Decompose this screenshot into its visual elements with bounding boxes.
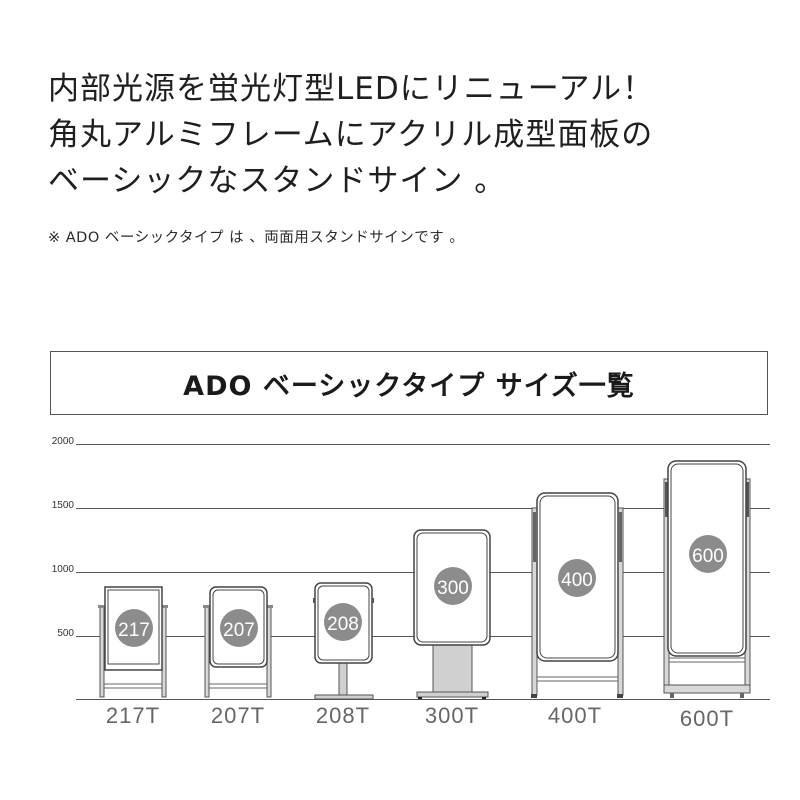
badge-207: 207 (223, 620, 255, 641)
model-label-300t: 300T (424, 703, 480, 728)
model-label-400t: 400T (547, 703, 603, 728)
y-tick-1500: 1500 (51, 500, 74, 511)
stand-208t-illustration: 208 (313, 582, 374, 700)
model-label-600t: 600T (679, 706, 735, 731)
model-label-208t: 208T (315, 703, 371, 728)
badge-300: 300 (437, 578, 469, 599)
y-tick-2000: 2000 (51, 436, 74, 447)
gridline-2000 (76, 444, 770, 445)
model-label-207t: 207T (210, 703, 266, 728)
stand-300t-illustration: 300 (413, 529, 491, 699)
headline: 内部光源を蛍光灯型LEDにリニューアル！ 角丸アルミフレームにアクリル成型面板の… (48, 66, 768, 204)
y-tick-500: 500 (57, 628, 74, 639)
y-tick-1000: 1000 (51, 564, 74, 575)
stand-600t-illustration: 600 (663, 460, 751, 698)
stand-217t-illustration: 217 (98, 586, 168, 698)
gridline-1500 (76, 508, 770, 509)
baseline (76, 699, 770, 700)
badge-217: 217 (118, 620, 150, 641)
stand-207t-illustration: 207 (203, 586, 273, 698)
model-label-217t: 217T (105, 703, 161, 728)
badge-600: 600 (692, 546, 724, 567)
size-table-title: ADO ベーシックタイプ サイズ一覧 (183, 370, 635, 402)
size-table-title-box: ADO ベーシックタイプ サイズ一覧 (50, 351, 768, 415)
stand-400t-illustration: 400 (531, 492, 624, 698)
headline-line-3: ベーシックなスタンドサイン 。 (48, 163, 507, 199)
headline-line-1: 内部光源を蛍光灯型LEDにリニューアル！ (48, 71, 655, 107)
headline-line-2: 角丸アルミフレームにアクリル成型面板の (48, 117, 654, 153)
badge-208: 208 (327, 614, 359, 635)
badge-400: 400 (561, 570, 593, 591)
note-text: ※ ADO ベーシックタイプ は 、両面用スタンドサインです 。 (48, 230, 465, 246)
